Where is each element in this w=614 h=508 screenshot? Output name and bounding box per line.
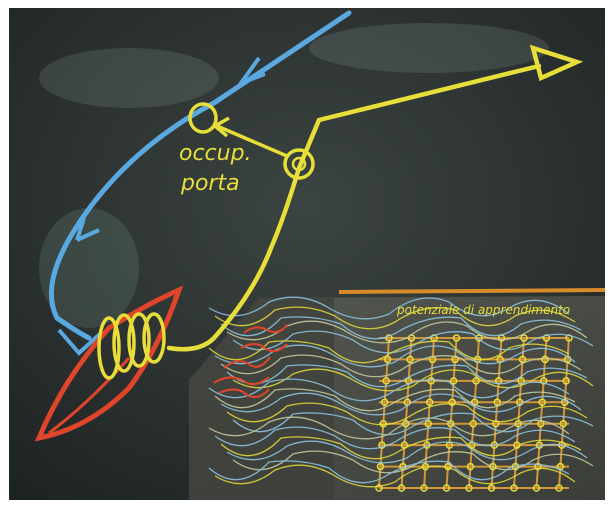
blackboard-drawing: occup. porta potenziale di apprendimento bbox=[9, 8, 605, 500]
label-occupancy: occup. bbox=[179, 141, 252, 166]
label-learning-potential: potenziale di apprendimento bbox=[396, 303, 570, 317]
panel-orange-edge bbox=[339, 290, 605, 292]
label-port: porta bbox=[180, 171, 240, 196]
blackboard-photo: occup. porta potenziale di apprendimento bbox=[9, 8, 605, 500]
